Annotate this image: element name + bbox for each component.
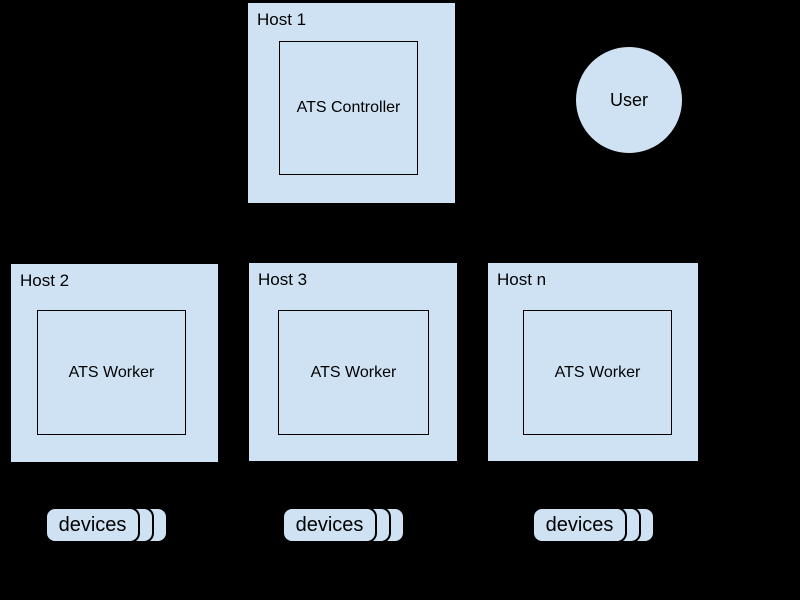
ats-worker2-label: ATS Worker [310, 363, 397, 381]
devices-label: devices [295, 513, 364, 536]
ats-workern-box: ATS Worker [523, 310, 672, 435]
devices-label: devices [545, 513, 614, 536]
devices-label: devices [58, 513, 127, 536]
host1-box: Host 1 ATS Controller [248, 3, 455, 203]
host2-box: Host 2 ATS Worker [11, 264, 218, 462]
ats-workern-label: ATS Worker [554, 363, 641, 381]
devices-stack-3: devices [532, 507, 656, 544]
user-label: User [609, 89, 648, 110]
hostn-box: Host n ATS Worker [488, 263, 698, 461]
ats-controller-box: ATS Controller [279, 41, 418, 175]
device-card-front: devices [532, 507, 627, 543]
devices-stack-2: devices [282, 507, 406, 544]
user-circle: User [575, 46, 683, 154]
devices-stack-1: devices [45, 507, 169, 544]
ats-worker1-label: ATS Worker [68, 363, 155, 381]
ats-worker2-box: ATS Worker [278, 310, 429, 435]
hostn-label: Host n [497, 270, 547, 289]
ats-worker1-box: ATS Worker [37, 310, 186, 435]
host3-label: Host 3 [258, 270, 308, 289]
device-card-front: devices [45, 507, 140, 543]
host1-label: Host 1 [257, 10, 307, 29]
host3-box: Host 3 ATS Worker [249, 263, 457, 461]
device-card-front: devices [282, 507, 377, 543]
host2-label: Host 2 [20, 271, 70, 290]
ats-controller-label: ATS Controller [296, 99, 401, 116]
